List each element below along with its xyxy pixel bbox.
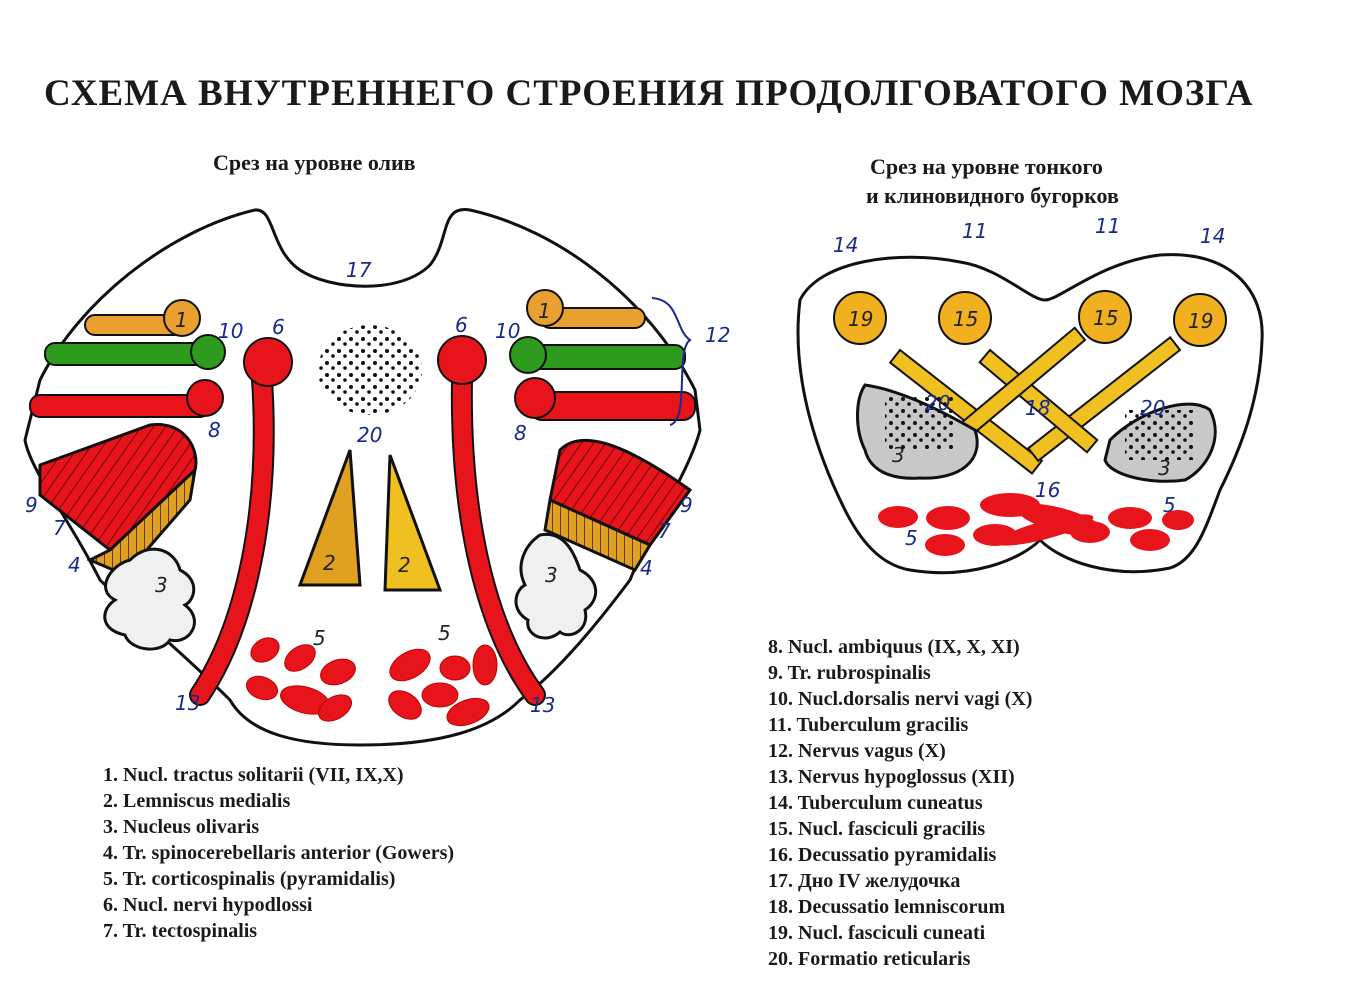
label-4-right: 4 [640,556,653,580]
legend-item: 20. Formatio reticularis [768,948,971,970]
legend-item: 15. Nucl. fasciculi gracilis [768,818,986,840]
nucl-dorsalis-vagi-right [509,336,686,374]
label-15-right: 15 [1093,306,1118,330]
tr-corticospinalis-right [388,644,498,727]
decussatio-lemniscorum [888,326,1182,475]
legend-right: 8. Nucl. ambiquus (IX, X, XI) 9. Tr. rub… [768,634,1032,972]
legend-item: 17. Дно IV желудочка [768,870,961,892]
formatio-reticularis [318,325,422,415]
label-5-right-lower: 5 [1163,493,1176,517]
tr-rubrospinalis-right [543,438,693,572]
legend-item: 7. Tr. tectospinalis [103,920,258,942]
tr-rubrospinalis-left [38,423,198,577]
label-17: 17 [346,258,372,282]
nucl-fasciculi-cuneati-right [1173,293,1227,347]
nucl-fasciculi-gracilis-left [938,291,992,345]
label-12: 12 [705,323,730,347]
legend-item: 3. Nucleus olivaris [103,816,260,838]
label-16: 16 [1035,478,1060,502]
legend-item: 10. Nucl.dorsalis nervi vagi (X) [768,688,1033,710]
label-8-right: 8 [514,421,527,445]
label-20-right: 20 [1140,396,1165,420]
tr-corticospinalis-left [246,637,356,722]
left-subtitle: Срез на уровне олив [213,150,416,175]
right-subtitle-line2: и клиновидного бугорков [866,183,1119,208]
nucl-hypoglossi-right [437,335,546,706]
legend-item: 5. Tr. corticospinalis (pyramidalis) [103,868,396,890]
legend-item: 12. Nervus vagus (X) [768,740,946,762]
label-2-left: 2 [323,551,336,575]
nucleus-olivaris-right [514,532,598,640]
label-3-left: 3 [155,573,168,597]
legend-item: 13. Nervus hypoglossus (XII) [768,766,1015,788]
legend-item: 9. Tr. rubrospinalis [768,662,931,684]
legend-item: 8. Nucl. ambiquus (IX, X, XI) [768,636,1020,658]
label-13-left: 13 [175,691,200,715]
legend-item: 18. Decussatio lemniscorum [768,896,1006,918]
nucl-fasciculi-gracilis-right [1078,290,1132,344]
label-8-left: 8 [208,418,221,442]
label-19-right: 19 [1188,309,1213,333]
nucl-tractus-solitarii-left [84,299,201,337]
label-9-right: 9 [680,493,693,517]
page-title: СХЕМА ВНУТРЕННЕГО СТРОЕНИЯ ПРОДОЛГОВАТОГ… [44,73,1254,114]
label-4-left: 4 [68,553,81,577]
label-3-right-lower: 3 [1158,456,1171,480]
label-5-right: 5 [438,621,451,645]
legend-item: 2. Lemniscus medialis [103,790,291,812]
right-section-outline [796,253,1264,575]
label-2-right: 2 [398,553,411,577]
medulla-tubercle-level-section: 14 11 11 14 19 15 15 19 20 18 20 3 3 16 … [796,214,1264,575]
label-20: 20 [357,423,382,447]
label-11-left: 11 [962,219,987,243]
decussatio-pyramidalis [878,493,1194,556]
legend-item: 1. Nucl. tractus solitarii (VII, IX,X) [103,764,404,786]
nucl-fasciculi-cuneati-left [833,291,887,345]
legend-item: 16. Decussatio pyramidalis [768,844,997,866]
nucl-ambiguus-right [514,377,696,421]
label-19-left: 19 [848,307,873,331]
label-11-right: 11 [1095,214,1120,238]
label-9-left: 9 [25,493,38,517]
label-1-left: 1 [175,308,188,332]
legend-item: 19. Nucl. fasciculi cuneati [768,922,986,944]
label-20-left: 20 [925,391,950,415]
label-10-left: 10 [218,319,243,343]
label-3-right: 3 [545,563,558,587]
label-7-right: 7 [658,519,671,543]
label-15-left: 15 [953,307,978,331]
label-5-left-lower: 5 [905,526,918,550]
nucl-ambiguus-left [29,379,224,418]
nucl-dorsalis-vagi-left [44,334,226,370]
label-3-left-lower: 3 [892,443,905,467]
legend-left: 1. Nucl. tractus solitarii (VII, IX,X) 2… [103,762,454,944]
lemniscus-medialis-right [383,454,443,592]
label-10-right: 10 [495,319,520,343]
label-14-left: 14 [833,233,858,257]
formatio-reticularis-right [1125,410,1195,460]
nervus-vagus-bracket [651,297,692,426]
nucl-hypoglossi-left [189,337,293,706]
label-18: 18 [1025,396,1050,420]
legend-item: 11. Tuberculum gracilis [768,714,969,736]
lemniscus-medialis-left [297,449,362,587]
label-6-right: 6 [455,313,468,337]
legend-item: 14. Tuberculum cuneatus [768,792,983,814]
nucleus-olivaris-left [103,547,196,651]
label-7-left: 7 [53,516,66,540]
label-14-right: 14 [1200,224,1225,248]
label-13-right: 13 [530,693,555,717]
right-subtitle-line1: Срез на уровне тонкого [870,154,1103,179]
legend-item: 6. Nucl. nervi hypodlossi [103,894,313,916]
formatio-reticularis-left [885,395,955,450]
nucl-tractus-solitarii-right [526,289,646,329]
label-1-right: 1 [538,299,551,323]
legend-item: 4. Tr. spinocerebellaris anterior (Gower… [103,842,455,864]
medulla-olive-level-section: 1 1 10 10 6 6 8 8 12 17 20 2 2 3 3 4 4 7… [23,208,730,747]
label-6-left: 6 [272,315,285,339]
label-5-left: 5 [313,626,326,650]
